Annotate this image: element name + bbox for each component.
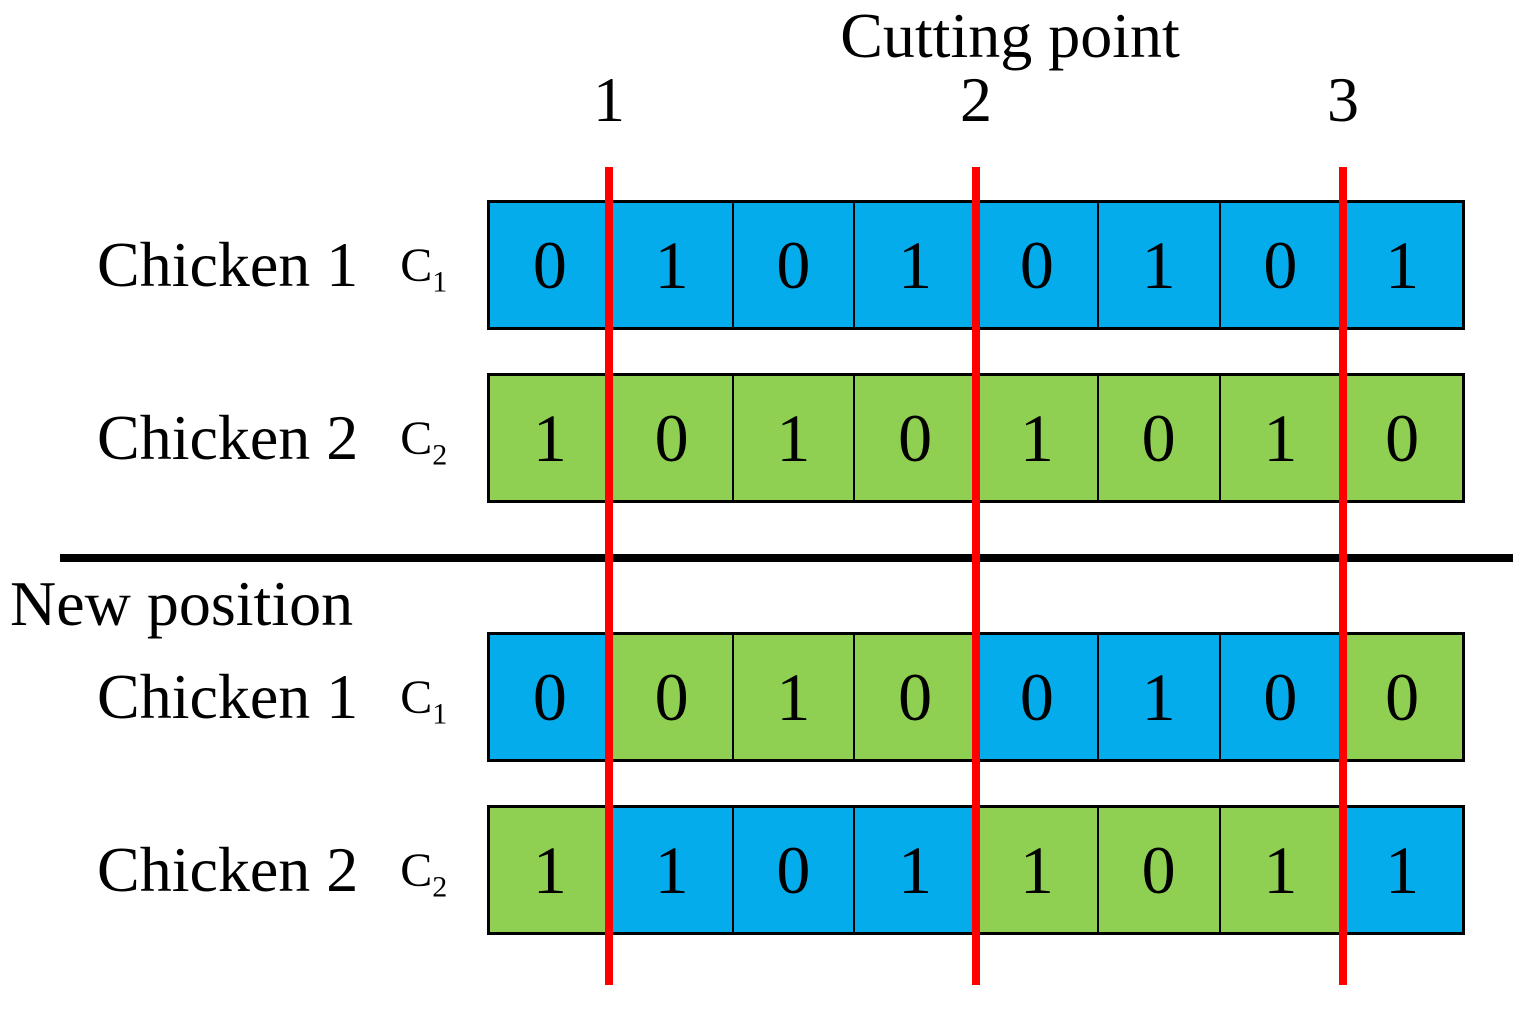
section-divider-line xyxy=(60,554,1513,562)
gene-cell: 1 xyxy=(977,376,1099,500)
gene-cell: 0 xyxy=(733,203,856,327)
cutting-point-number-2: 2 xyxy=(960,64,992,135)
chicken2-symbol: C2 xyxy=(400,411,448,472)
diagram-title: Cutting point xyxy=(840,0,1180,71)
chicken1-symbol: C1 xyxy=(400,238,448,299)
new-chicken2-symbol: C2 xyxy=(400,843,448,904)
new-position-label: New position xyxy=(10,568,354,639)
gene-cell: 1 xyxy=(1342,808,1462,932)
gene-cell: 0 xyxy=(977,203,1099,327)
gene-cell: 1 xyxy=(1220,808,1343,932)
gene-cell: 1 xyxy=(1220,376,1343,500)
gene-cell: 1 xyxy=(855,808,977,932)
chromosome-row-chicken2: 1 0 1 0 1 0 1 0 xyxy=(487,373,1465,503)
row-label-chicken2: Chicken 2 C2 xyxy=(97,373,447,503)
gene-cell: 1 xyxy=(1098,635,1221,759)
gene-cell: 0 xyxy=(1098,376,1221,500)
row-label-chicken1: Chicken 1 C1 xyxy=(97,200,447,330)
gene-cell: 0 xyxy=(490,635,612,759)
cutting-point-number-3: 3 xyxy=(1327,64,1359,135)
gene-cell: 0 xyxy=(1220,635,1343,759)
gene-cell: 0 xyxy=(611,635,734,759)
cutting-line-1 xyxy=(605,167,613,985)
gene-cell: 0 xyxy=(1220,203,1343,327)
new-chicken2-label: Chicken 2 xyxy=(97,834,359,905)
chromosome-row-new-chicken1: 0 0 1 0 0 1 0 0 xyxy=(487,632,1465,762)
cutting-line-2 xyxy=(972,167,980,985)
gene-cell: 1 xyxy=(733,376,856,500)
gene-cell: 1 xyxy=(611,808,734,932)
gene-cell: 0 xyxy=(1342,376,1462,500)
cutting-line-3 xyxy=(1339,167,1347,985)
gene-cell: 0 xyxy=(1098,808,1221,932)
row-label-new-chicken2: Chicken 2 C2 xyxy=(97,805,447,935)
chromosome-row-chicken1: 0 1 0 1 0 1 0 1 xyxy=(487,200,1465,330)
gene-cell: 0 xyxy=(977,635,1099,759)
gene-cell: 0 xyxy=(855,635,977,759)
gene-cell: 1 xyxy=(855,203,977,327)
gene-cell: 0 xyxy=(733,808,856,932)
chicken2-label: Chicken 2 xyxy=(97,402,359,473)
gene-cell: 1 xyxy=(490,808,612,932)
chicken1-label: Chicken 1 xyxy=(97,229,359,300)
gene-cell: 0 xyxy=(490,203,612,327)
gene-cell: 1 xyxy=(733,635,856,759)
cutting-point-number-1: 1 xyxy=(593,64,625,135)
new-chicken1-symbol: C1 xyxy=(400,670,448,731)
gene-cell: 1 xyxy=(611,203,734,327)
row-label-new-chicken1: Chicken 1 C1 xyxy=(97,632,447,762)
gene-cell: 0 xyxy=(1342,635,1462,759)
gene-cell: 0 xyxy=(611,376,734,500)
gene-cell: 0 xyxy=(855,376,977,500)
gene-cell: 1 xyxy=(977,808,1099,932)
gene-cell: 1 xyxy=(490,376,612,500)
gene-cell: 1 xyxy=(1342,203,1462,327)
gene-cell: 1 xyxy=(1098,203,1221,327)
new-chicken1-label: Chicken 1 xyxy=(97,661,359,732)
